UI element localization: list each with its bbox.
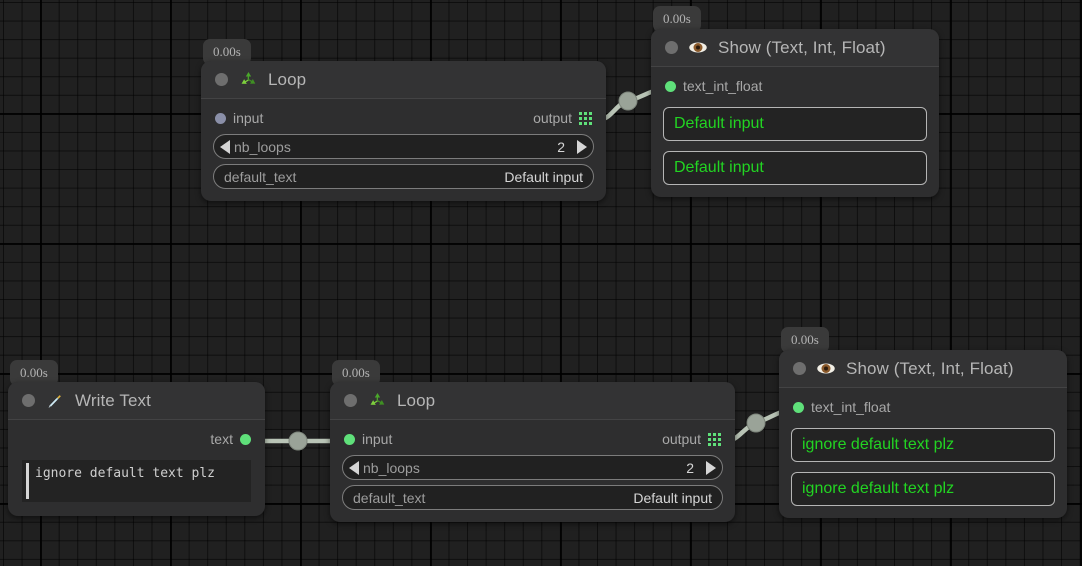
eye-icon [688,38,708,58]
output-port-label: text [210,431,233,447]
node-status-dot[interactable] [665,41,678,54]
port-row: text_int_float [661,75,929,97]
output-value-box: Default input [663,107,927,141]
node-title: Loop [397,390,436,410]
output-port-dot[interactable] [240,433,251,445]
timestamp-badge-write-text: 0.00s [10,360,58,386]
output-port-label: output [662,431,701,447]
field-value[interactable]: 2 [686,459,694,476]
input-port-group[interactable]: text_int_float [793,399,890,415]
node-status-dot[interactable] [344,394,357,407]
node-write-text[interactable]: Write Text text ignore default text plz [8,382,265,516]
link-handle-top[interactable] [618,91,638,111]
output-value-box: Default input [663,151,927,185]
increment-arrow-icon[interactable] [706,460,716,475]
node-status-dot[interactable] [22,394,35,407]
node-show-bottom[interactable]: Show (Text, Int, Float) text_int_float i… [779,350,1067,518]
node-title: Write Text [75,390,151,410]
node-status-dot[interactable] [793,362,806,375]
node-status-dot[interactable] [215,73,228,86]
text-editor[interactable]: ignore default text plz [22,460,251,502]
input-port-dot[interactable] [793,401,804,413]
node-body-write-text: text ignore default text plz [8,420,265,516]
node-title: Show (Text, Int, Float) [718,37,886,57]
node-header-loop-bottom[interactable]: Loop [330,382,735,420]
output-port-group[interactable]: output [662,431,721,447]
node-body-loop-bottom: input output nb_loops 2 default_text Def… [330,420,735,522]
node-loop-top[interactable]: Loop input output nb_loops 2 defaul [201,61,606,201]
input-port-label: text_int_float [683,78,763,94]
timestamp-badge-loop-top: 0.00s [203,39,251,65]
eye-icon [816,359,836,379]
input-port-label: text_int_float [811,399,891,415]
field-value[interactable]: Default input [504,168,583,185]
node-body-show-top: text_int_float Default input Default inp… [651,67,939,197]
node-header-show-bottom[interactable]: Show (Text, Int, Float) [779,350,1067,388]
timestamp-badge-show-top: 0.00s [653,6,701,32]
input-port-group[interactable]: input [344,431,392,447]
output-port-group[interactable]: text [210,431,251,447]
grid-output-icon[interactable] [579,111,592,125]
field-value[interactable]: Default input [633,489,712,506]
output-port-label: output [533,110,572,126]
recycle-icon [238,70,258,90]
node-header-loop-top[interactable]: Loop [201,61,606,99]
node-show-top[interactable]: Show (Text, Int, Float) text_int_float D… [651,29,939,197]
timestamp-badge-loop-bottom: 0.00s [332,360,380,386]
port-row: text_int_float [789,396,1057,418]
node-header-show-top[interactable]: Show (Text, Int, Float) [651,29,939,67]
grid-output-icon[interactable] [708,432,721,446]
input-port-group[interactable]: text_int_float [665,78,762,94]
text-editor-value[interactable]: ignore default text plz [35,466,216,481]
port-row: input output [340,428,725,450]
node-title: Loop [268,69,307,89]
node-loop-bottom[interactable]: Loop input output nb_loops 2 defaul [330,382,735,522]
node-body-show-bottom: text_int_float ignore default text plz i… [779,388,1067,518]
field-value[interactable]: 2 [557,138,565,155]
pen-nib-icon [45,391,65,411]
input-port-dot[interactable] [344,433,355,445]
output-value-box: ignore default text plz [791,472,1055,506]
input-port-dot[interactable] [215,112,226,124]
field-nb-loops[interactable]: nb_loops 2 [213,134,594,159]
field-default-text[interactable]: default_text Default input [213,164,594,189]
field-nb-loops[interactable]: nb_loops 2 [342,455,723,480]
decrement-arrow-icon[interactable] [220,139,230,154]
field-label: default_text [224,168,297,185]
recycle-icon [367,391,387,411]
output-port-group[interactable]: output [533,110,592,126]
field-label: nb_loops [363,459,420,476]
input-port-group[interactable]: input [215,110,263,126]
increment-arrow-icon[interactable] [577,139,587,154]
input-port-label: input [362,431,393,447]
timestamp-badge-show-bottom: 0.00s [781,327,829,353]
output-value-box: ignore default text plz [791,428,1055,462]
decrement-arrow-icon[interactable] [349,460,359,475]
field-label: default_text [353,489,426,506]
field-default-text[interactable]: default_text Default input [342,485,723,510]
link-handle-middle[interactable] [288,431,308,451]
input-port-dot[interactable] [665,80,676,92]
link-handle-bottom[interactable] [746,413,766,433]
node-header-write-text[interactable]: Write Text [8,382,265,420]
text-caret [26,463,29,499]
port-row: input output [211,107,596,129]
node-body-loop-top: input output nb_loops 2 default_text Def… [201,99,606,201]
input-port-label: input [233,110,264,126]
port-row: text [18,428,255,450]
node-title: Show (Text, Int, Float) [846,358,1014,378]
field-label: nb_loops [234,138,291,155]
